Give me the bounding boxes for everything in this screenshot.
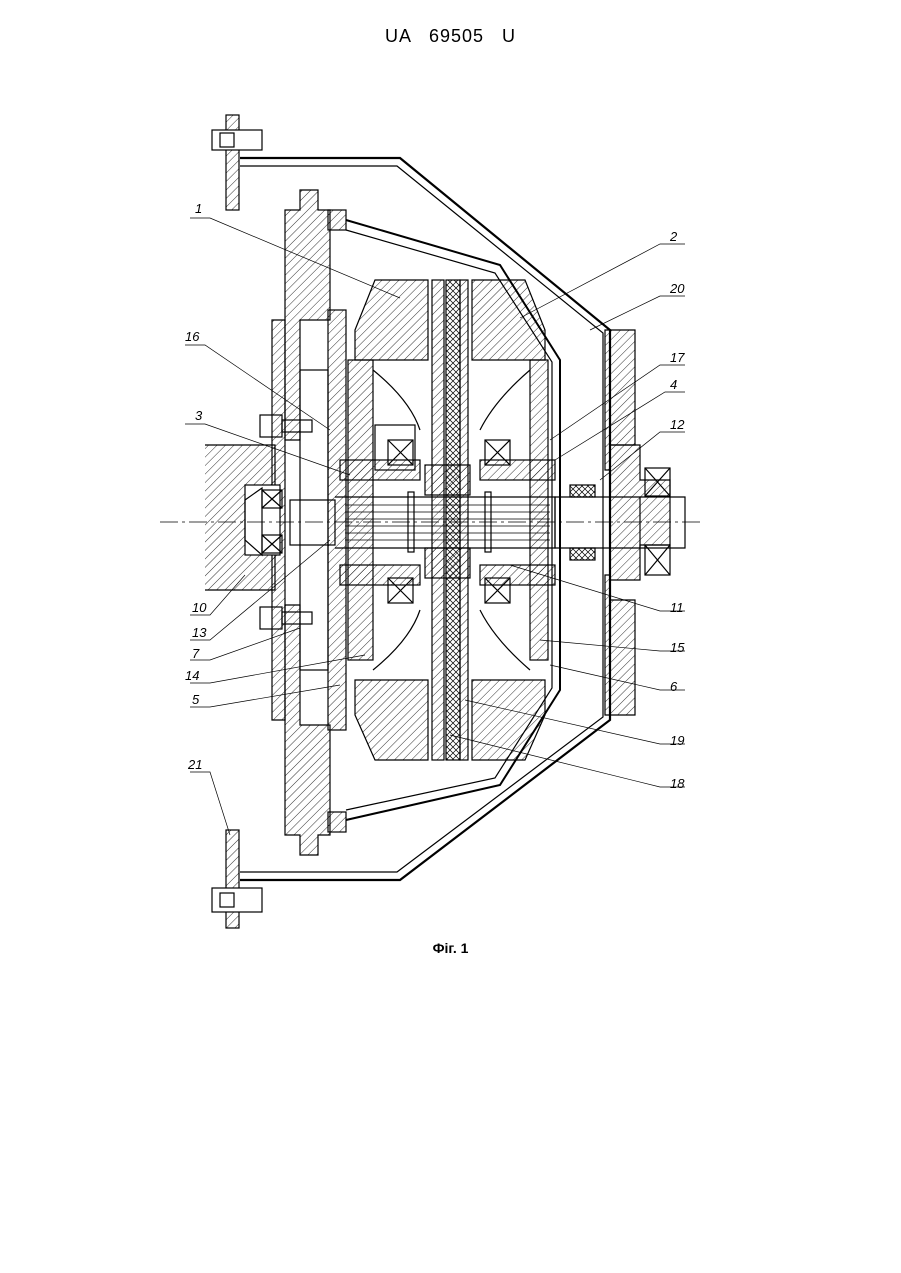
- label-5: 5: [192, 692, 200, 707]
- label-16: 16: [185, 329, 200, 344]
- label-15: 15: [670, 640, 685, 655]
- label-6: 6: [670, 679, 678, 694]
- label-11: 11: [670, 600, 684, 615]
- label-13: 13: [192, 625, 207, 640]
- right-disc: [472, 280, 548, 760]
- label-19: 19: [670, 733, 684, 748]
- label-2: 2: [669, 229, 678, 244]
- label-18: 18: [670, 776, 685, 791]
- label-14: 14: [185, 668, 199, 683]
- label-7: 7: [192, 646, 200, 661]
- friction-discs: [432, 280, 468, 760]
- figure-caption: Фіг. 1: [0, 940, 901, 956]
- label-4: 4: [670, 377, 677, 392]
- label-3: 3: [195, 408, 203, 423]
- label-21: 21: [187, 757, 202, 772]
- left-disc: [348, 280, 428, 760]
- right-flange: [605, 330, 670, 715]
- label-12: 12: [670, 417, 685, 432]
- label-1: 1: [195, 201, 202, 216]
- label-20: 20: [669, 281, 685, 296]
- label-10: 10: [192, 600, 207, 615]
- input-shaft: [205, 445, 282, 590]
- label-17: 17: [670, 350, 685, 365]
